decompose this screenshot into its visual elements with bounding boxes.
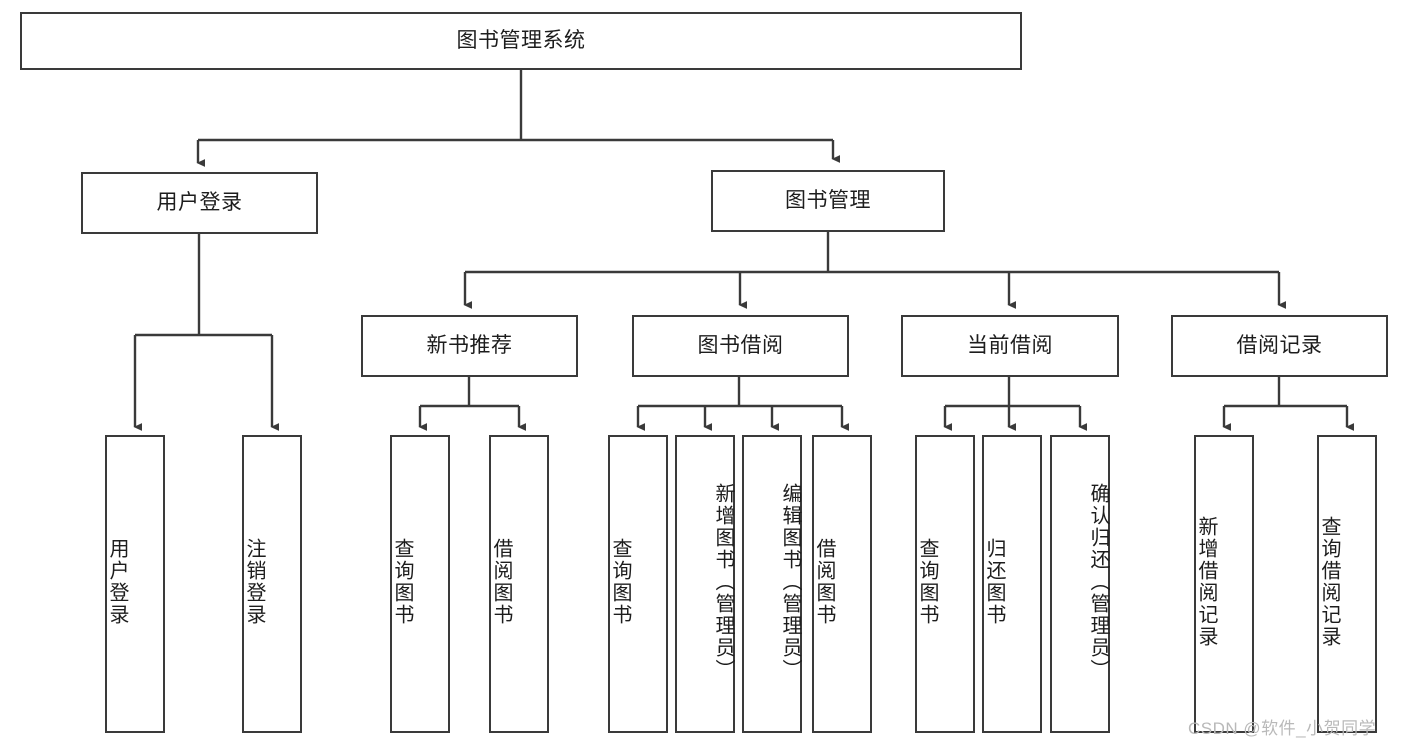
leaf-confirm-return[interactable]: 确认归还（管理员） bbox=[1050, 435, 1110, 733]
leaf-user-logout[interactable]: 注销登录 bbox=[242, 435, 302, 733]
leaf-add-book-label: 新增图书（管理员） bbox=[712, 483, 734, 681]
node-book-borrow[interactable]: 图书借阅 bbox=[632, 315, 849, 377]
leaf-confirm-return-label: 确认归还（管理员） bbox=[1087, 483, 1109, 681]
leaf-edit-book-label: 编辑图书（管理员） bbox=[779, 483, 801, 681]
leaf-add-book[interactable]: 新增图书（管理员） bbox=[675, 435, 735, 733]
node-borrow-record[interactable]: 借阅记录 bbox=[1171, 315, 1388, 377]
leaf-query-book-2[interactable]: 查询图书 bbox=[608, 435, 668, 733]
leaf-query-record[interactable]: 查询借阅记录 bbox=[1317, 435, 1377, 733]
node-current-borrow[interactable]: 当前借阅 bbox=[901, 315, 1119, 377]
node-book-manage-label: 图书管理 bbox=[785, 189, 871, 213]
leaf-query-book-1[interactable]: 查询图书 bbox=[390, 435, 450, 733]
leaf-user-login-label: 用户登录 bbox=[106, 538, 128, 626]
leaf-borrow-book-1-label: 借阅图书 bbox=[490, 538, 512, 626]
leaf-return-book-label: 归还图书 bbox=[983, 538, 1005, 626]
leaf-query-book-3-label: 查询图书 bbox=[916, 538, 938, 626]
leaf-add-record[interactable]: 新增借阅记录 bbox=[1194, 435, 1254, 733]
node-user-login[interactable]: 用户登录 bbox=[81, 172, 318, 234]
node-borrow-record-label: 借阅记录 bbox=[1236, 334, 1323, 358]
leaf-query-book-2-label: 查询图书 bbox=[609, 538, 631, 626]
leaf-edit-book[interactable]: 编辑图书（管理员） bbox=[742, 435, 802, 733]
node-user-login-label: 用户登录 bbox=[156, 191, 243, 215]
leaf-query-record-label: 查询借阅记录 bbox=[1318, 516, 1340, 648]
node-new-book-rec-label: 新书推荐 bbox=[426, 334, 513, 358]
csdn-watermark: CSDN @软件_小贺同学 bbox=[1188, 719, 1377, 738]
leaf-user-logout-label: 注销登录 bbox=[243, 538, 265, 626]
node-root-label: 图书管理系统 bbox=[456, 29, 586, 53]
leaf-return-book[interactable]: 归还图书 bbox=[982, 435, 1042, 733]
leaf-query-book-3[interactable]: 查询图书 bbox=[915, 435, 975, 733]
leaf-query-book-1-label: 查询图书 bbox=[391, 538, 413, 626]
node-new-book-rec[interactable]: 新书推荐 bbox=[361, 315, 578, 377]
leaf-user-login[interactable]: 用户登录 bbox=[105, 435, 165, 733]
leaf-borrow-book-2-label: 借阅图书 bbox=[813, 538, 835, 626]
leaf-borrow-book-1[interactable]: 借阅图书 bbox=[489, 435, 549, 733]
leaf-add-record-label: 新增借阅记录 bbox=[1195, 516, 1217, 648]
node-current-borrow-label: 当前借阅 bbox=[967, 334, 1053, 358]
node-book-manage[interactable]: 图书管理 bbox=[711, 170, 945, 232]
node-book-borrow-label: 图书借阅 bbox=[697, 334, 784, 358]
node-root[interactable]: 图书管理系统 bbox=[20, 12, 1022, 70]
leaf-borrow-book-2[interactable]: 借阅图书 bbox=[812, 435, 872, 733]
